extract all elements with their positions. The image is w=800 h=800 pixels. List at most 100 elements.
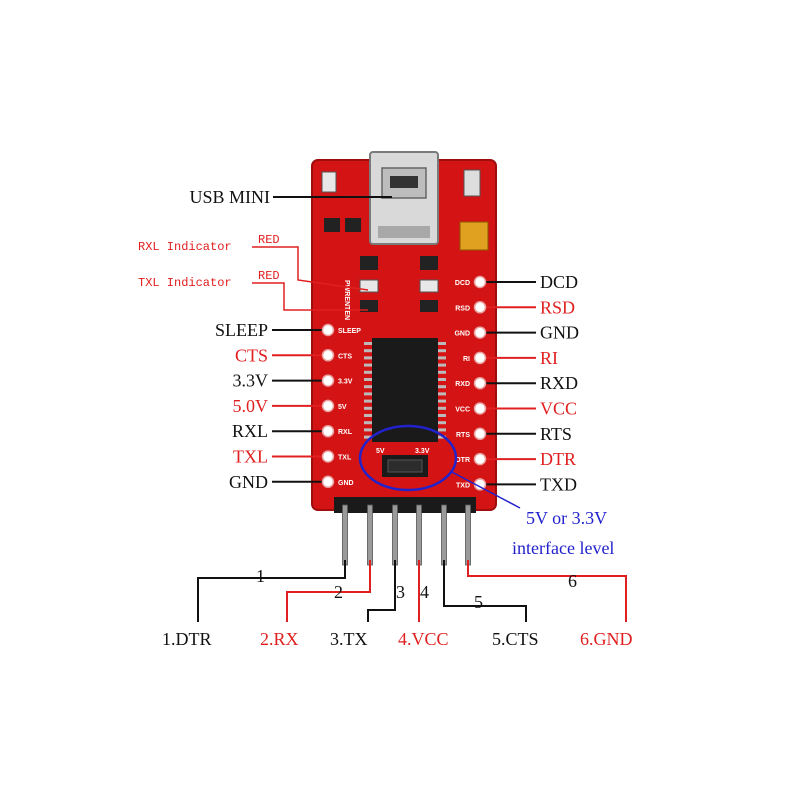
left-pin-50v: 5V 5.0V [233, 396, 347, 416]
header-pin-number: 1 [256, 566, 265, 586]
left-pin-label: TXL [233, 447, 268, 467]
header-pin-metal [465, 504, 471, 566]
header-pin-label: 3.TX [330, 629, 368, 649]
right-pin-silk: GND [454, 331, 470, 338]
right-pin-label: DTR [540, 449, 576, 469]
header-pin-wire [286, 560, 371, 622]
right-pin-dtr: DTR DTR [456, 449, 576, 469]
left-pin-silk: GND [338, 480, 354, 487]
pwren-silk: PWRENTEN [343, 280, 350, 320]
header-pin-metal [367, 504, 373, 566]
header-pin-number: 5 [474, 592, 483, 612]
header-pin-wire [443, 560, 527, 622]
left-pin-silk: SLEEP [338, 328, 361, 335]
right-pin-ri: RI RI [463, 348, 558, 368]
right-pin-silk: RSD [455, 305, 470, 312]
header-pin-number: 2 [334, 582, 343, 602]
right-pin-rxd: RXD RXD [455, 373, 578, 393]
right-pin-label: RI [540, 348, 558, 368]
right-pin-label: RXD [540, 373, 578, 393]
header-pin-metal [342, 504, 348, 566]
left-pin-silk: TXL [338, 455, 352, 462]
header-pin-metal [392, 504, 398, 566]
header-pin-wire [197, 560, 346, 622]
left-pin-group: SLEEPSLEEPCTSCTS3.3V3.3V5V5.0VRXLRXLTXLT… [215, 320, 361, 492]
header-pin-3: 3 3.TX [330, 504, 405, 649]
left-pin-silk: 3.3V [338, 379, 353, 386]
right-pin-silk: RI [463, 356, 470, 363]
header-pin-label: 4.VCC [398, 629, 449, 649]
rxl-indicator-label: RXL Indicator [138, 240, 232, 254]
header-pin-metal [416, 504, 422, 566]
header-pin-number: 6 [568, 571, 577, 591]
header-pin-4: 4 4.VCC [398, 504, 449, 649]
left-pin-33v: 3.3V 3.3V [233, 371, 353, 391]
txl-indicator-label: TXL Indicator [138, 276, 232, 290]
right-pin-txd: TXD TXD [456, 474, 577, 494]
right-pin-label: TXD [540, 474, 577, 494]
left-pin-label: SLEEP [215, 320, 268, 340]
header-pin-6: 6 6.GND [465, 504, 633, 649]
rxl-indicator-callout: RXL Indicator RED [138, 233, 369, 291]
usb-mini-callout: USB MINI [189, 187, 392, 207]
right-pin-rts: RTS RTS [456, 424, 572, 444]
right-pin-silk: RTS [456, 432, 470, 439]
chip-legs [364, 342, 446, 439]
pcb-board: PWRENTEN [311, 151, 497, 511]
jumper-highlight-ellipse [358, 424, 458, 492]
right-pin-silk: DTR [456, 457, 470, 464]
interface-note-line2: interface level [512, 538, 614, 558]
smd-components [321, 169, 489, 312]
right-pin-rsd: RSD RSD [455, 297, 575, 317]
left-pin-label: GND [229, 472, 268, 492]
left-pin-label: RXL [232, 421, 268, 441]
header-pin-label: 1.DTR [162, 629, 212, 649]
header-pin-group: 1 1.DTR 2 2.RX 3 3.TX 4 4.VCC 5 5.CTS 6 6.GND [162, 497, 633, 649]
header-plastic [334, 497, 476, 513]
usb-mini-label: USB MINI [189, 187, 270, 207]
header-pin-1: 1 1.DTR [162, 504, 348, 649]
header-pin-metal [441, 504, 447, 566]
left-pin-silk: 5V [338, 404, 347, 411]
left-pin-label: CTS [235, 345, 268, 365]
right-pin-label: VCC [540, 399, 577, 419]
header-pin-label: 5.CTS [492, 629, 539, 649]
rxl-red-label: RED [258, 233, 280, 247]
txl-indicator-callout: TXL Indicator RED [138, 269, 368, 311]
header-pin-number: 4 [420, 582, 429, 602]
header-pin-label: 2.RX [260, 629, 299, 649]
left-pin-sleep: SLEEP SLEEP [215, 320, 361, 340]
jumper-5v-silk: 5V [376, 448, 385, 455]
header-pin-number: 3 [396, 582, 405, 602]
header-pin-wire [467, 560, 627, 622]
jumper-3v3-silk: 3.3V [415, 448, 430, 455]
ftdi-chip [364, 338, 446, 442]
header-pin-label: 6.GND [580, 629, 633, 649]
left-pin-cts: CTS CTS [235, 345, 352, 365]
left-pin-gnd: GND GND [229, 472, 354, 492]
left-pin-label: 3.3V [233, 371, 269, 391]
right-pin-silk: TXD [456, 482, 470, 489]
right-pin-label: RSD [540, 297, 575, 317]
right-pin-vcc: VCC VCC [455, 399, 577, 419]
left-pin-silk: CTS [338, 353, 352, 360]
txl-red-label: RED [258, 269, 280, 283]
left-pin-txl: TXL TXL [233, 447, 352, 467]
right-pin-label: DCD [540, 272, 578, 292]
right-pin-silk: RXD [455, 381, 470, 388]
left-pin-label: 5.0V [233, 396, 269, 416]
right-pin-label: RTS [540, 424, 572, 444]
header-pin-5: 5 5.CTS [441, 504, 539, 649]
right-pin-silk: DCD [455, 280, 470, 287]
right-pin-dcd: DCD DCD [455, 272, 578, 292]
interface-note-line1: 5V or 3.3V [526, 508, 607, 528]
header-pin-wire [367, 560, 396, 622]
right-pin-silk: VCC [455, 407, 470, 414]
voltage-jumper: 5V 3.3V 5V or 3.3V interface level [358, 424, 614, 558]
header-pin-2: 2 2.RX [260, 504, 373, 649]
usb-mini-connector [369, 151, 439, 245]
